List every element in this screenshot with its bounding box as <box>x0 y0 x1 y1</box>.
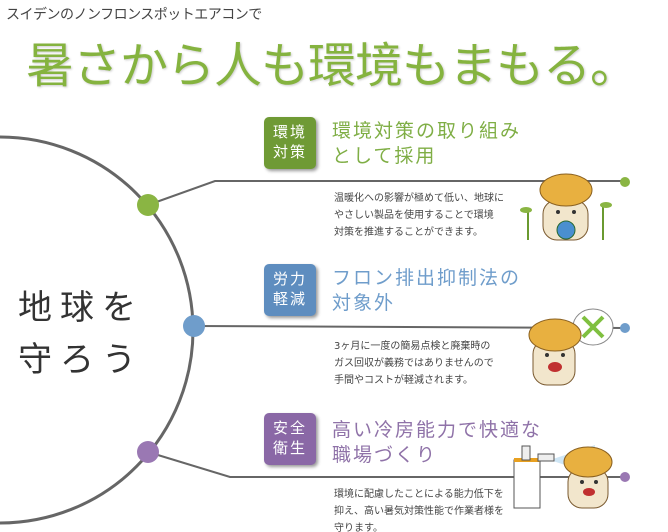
headline: 暑さから人も環境もまもる。 <box>26 38 638 94</box>
badge-environment: 環境 対策 <box>264 117 316 169</box>
badge-line: 対策 <box>272 143 307 161</box>
badge-line: 軽減 <box>272 290 307 308</box>
title-line: 対象外 <box>332 292 396 314</box>
section-title-safety: 高い冷房能力で快適な 職場づくり <box>332 418 542 468</box>
mascot-checklist-icon <box>528 308 614 386</box>
section-title-environment: 環境対策の取り組み として採用 <box>332 119 521 169</box>
badge-line: 衛生 <box>272 439 307 457</box>
badge-line: 環境 <box>272 123 307 141</box>
title-line: 環境対策の取り組み <box>332 120 522 142</box>
end-dot-purple <box>620 472 630 482</box>
desc-line: 温暖化への影響が極めて低い、地球に <box>334 193 504 204</box>
lead-text: スイデンのノンフロンスポットエアコンで <box>6 7 262 23</box>
center-title: 地球を 守ろう <box>18 282 144 386</box>
dot-blue <box>183 315 205 337</box>
desc-line: 対策を推進することができます。 <box>334 227 483 238</box>
badge-labor: 労力 軽減 <box>264 264 316 316</box>
line-1 <box>147 180 625 206</box>
center-title-line2: 守ろう <box>18 340 144 380</box>
badge-safety: 安全 衛生 <box>264 413 316 465</box>
line-3 <box>147 451 625 478</box>
mascot-aircon-icon <box>513 445 613 509</box>
center-title-line1: 地球を <box>18 288 144 328</box>
section-desc-labor: 3ヶ月に一度の簡易点検と廃棄時の ガス回収が義務ではありませんので 手間やコスト… <box>334 338 494 389</box>
desc-line: 手間やコストが軽減されます。 <box>334 375 473 386</box>
dot-purple <box>137 441 159 463</box>
dot-green <box>137 194 159 216</box>
badge-line: 安全 <box>272 419 307 437</box>
desc-line: 守ります。 <box>334 523 383 532</box>
end-dot-blue <box>620 323 630 333</box>
desc-line: 3ヶ月に一度の簡易点検と廃棄時の <box>334 341 491 352</box>
section-desc-safety: 環境に配慮したことによる能力低下を 抑え、高い暑気対策性能で作業者様を 守ります… <box>334 486 504 532</box>
badge-line: 労力 <box>272 270 307 288</box>
section-desc-environment: 温暖化への影響が極めて低い、地球に やさしい製品を使用することで環境 対策を推進… <box>334 190 504 241</box>
desc-line: 抑え、高い暑気対策性能で作業者様を <box>334 506 504 517</box>
desc-line: やさしい製品を使用することで環境 <box>334 210 494 221</box>
desc-line: 環境に配慮したことによる能力低下を <box>334 489 504 500</box>
title-line: フロン排出抑制法の <box>332 267 522 289</box>
desc-line: ガス回収が義務ではありませんので <box>334 358 494 369</box>
title-line: 高い冷房能力で快適な <box>332 419 543 441</box>
end-dot-green <box>620 177 630 187</box>
section-title-labor: フロン排出抑制法の 対象外 <box>332 266 521 316</box>
title-line: として採用 <box>332 145 437 167</box>
title-line: 職場づくり <box>332 444 438 466</box>
mascot-globe-icon <box>520 173 612 241</box>
